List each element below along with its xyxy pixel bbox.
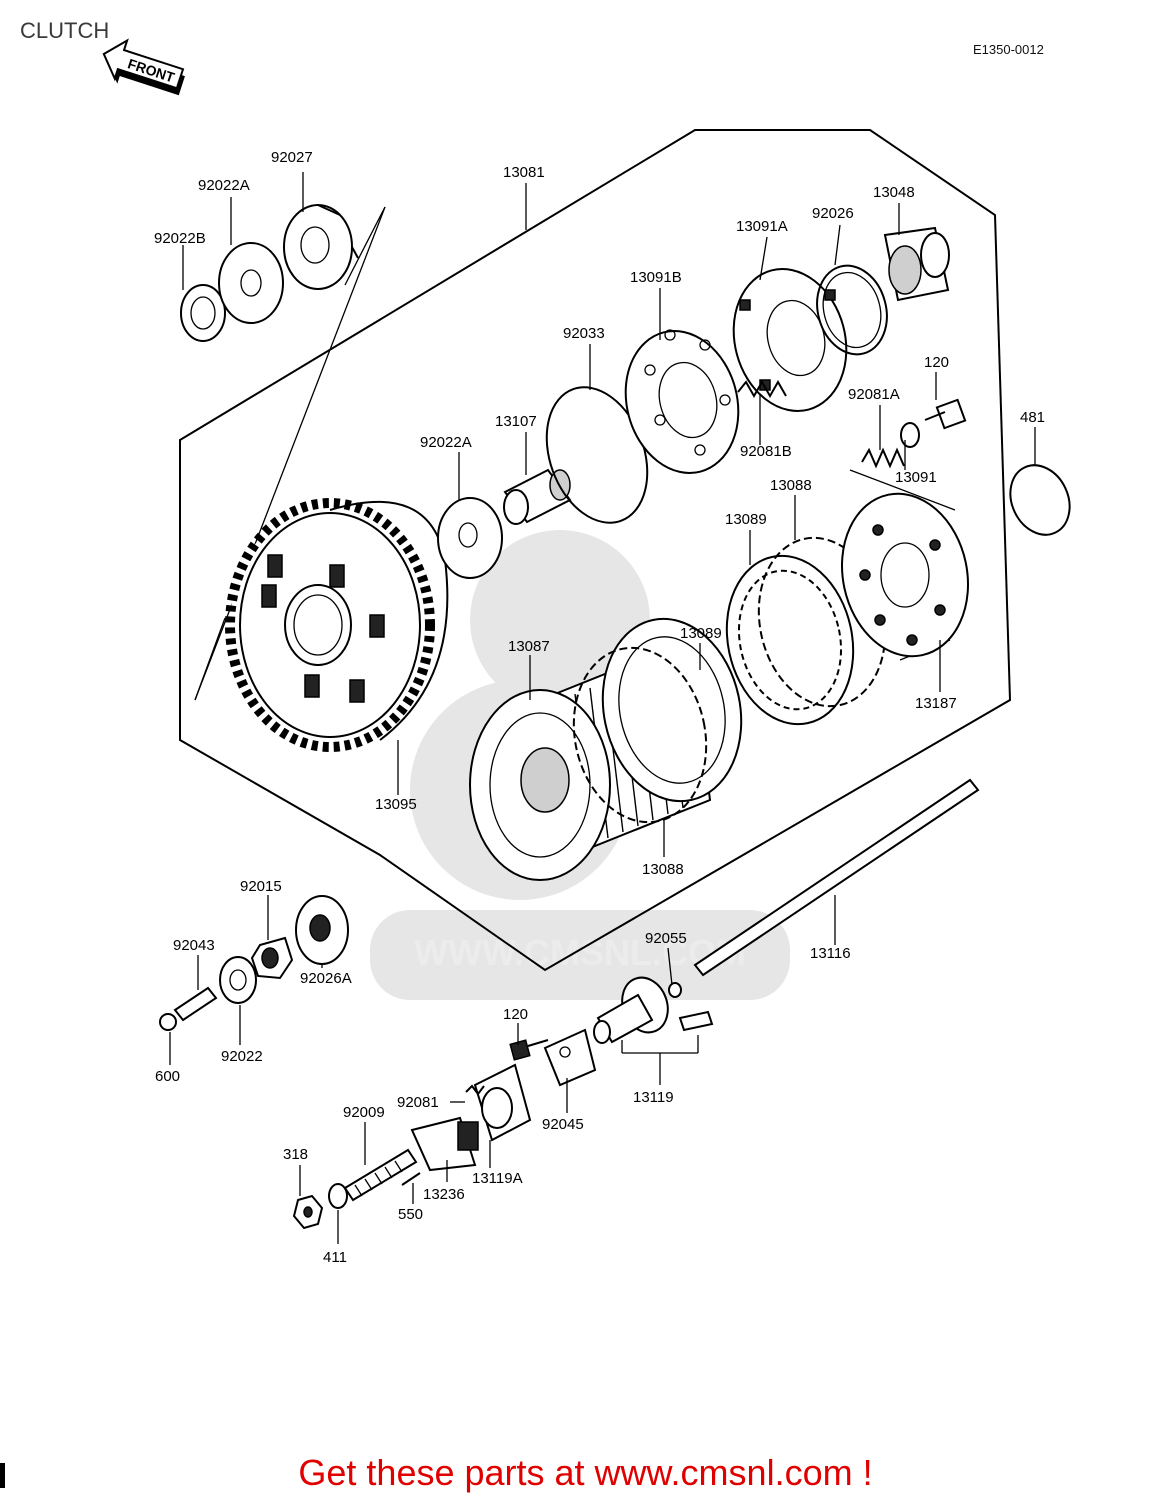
label-13236: 13236 — [423, 1186, 465, 1203]
steel-plate-13088-bottom — [572, 646, 708, 824]
bearing-92026a — [295, 895, 349, 965]
pin-92043 — [173, 986, 218, 1022]
label-13091a: 13091A — [736, 218, 788, 235]
clutch-housing-gear-13095 — [225, 498, 449, 752]
label-92009: 92009 — [343, 1104, 385, 1121]
thrust-washer-92022a-top — [218, 242, 284, 324]
ball-600 — [159, 1013, 177, 1031]
friction-plate-13089-mid — [601, 617, 743, 803]
pressure-plate-13187 — [841, 492, 969, 658]
assembly-outline — [179, 129, 1012, 972]
label-13119a: 13119A — [472, 1170, 523, 1187]
label-550: 550 — [398, 1206, 423, 1223]
diagram-title: CLUTCH — [20, 18, 110, 43]
label-92081a: 92081A — [848, 386, 900, 403]
housing-13119a — [473, 1063, 532, 1142]
label-92026: 92026 — [812, 205, 854, 222]
label-92081b: 92081B — [740, 443, 792, 460]
lifter-13048 — [883, 226, 950, 302]
label-92027: 92027 — [271, 149, 313, 166]
label-92022b: 92022B — [154, 230, 206, 247]
friction-plate-13089-top — [725, 554, 855, 726]
label-481: 481 — [1020, 409, 1045, 426]
label-13107: 13107 — [495, 413, 537, 430]
collar-92027 — [283, 204, 359, 290]
edge-mark — [0, 1463, 5, 1488]
label-13187: 13187 — [915, 695, 957, 712]
label-92043: 92043 — [173, 937, 215, 954]
ring-92026 — [816, 264, 888, 356]
release-shaft-13119 — [593, 976, 714, 1044]
diagram-code: E1350-0012 — [973, 42, 1044, 57]
label-13116: 13116 — [810, 945, 851, 962]
spring-92081b — [737, 379, 787, 399]
label-13087: 13087 — [508, 638, 550, 655]
washer-92022b — [180, 284, 226, 342]
lock-washer-92022 — [219, 956, 257, 1004]
label-13095: 13095 — [375, 796, 417, 813]
label-13088-bottom: 13088 — [642, 861, 684, 878]
spring-92081a — [861, 447, 905, 469]
sleeve-13107 — [503, 468, 572, 525]
cta-link[interactable]: Get these parts at www.cmsnl.com ! — [298, 1452, 873, 1493]
front-arrow-icon: FRONT — [102, 38, 185, 96]
label-92033: 92033 — [563, 325, 605, 342]
spring-plate-13091a — [732, 268, 848, 412]
label-13088-top: 13088 — [770, 477, 812, 494]
label-92045: 92045 — [542, 1116, 584, 1133]
part-labels: 92027 92022A 92022B 13081 13048 92026 13… — [154, 149, 1045, 1266]
label-92022: 92022 — [221, 1048, 263, 1065]
label-411: 411 — [323, 1249, 347, 1266]
bracket-92045 — [543, 1028, 597, 1087]
circlip-481 — [1009, 464, 1071, 536]
nut-92015 — [250, 936, 294, 980]
thrust-washer-92022a-mid — [437, 497, 503, 579]
leader-lines — [169, 172, 1036, 1244]
label-13119: 13119 — [633, 1089, 674, 1106]
label-92022a-top: 92022A — [198, 177, 250, 194]
label-92081: 92081 — [397, 1094, 439, 1111]
label-120-bottom: 120 — [503, 1006, 528, 1023]
label-318: 318 — [283, 1146, 308, 1163]
adjuster-13236 — [410, 1116, 479, 1172]
label-92022a-mid: 92022A — [420, 434, 472, 451]
spring-92081 — [465, 1084, 485, 1096]
pressure-plate-13091b — [624, 329, 740, 474]
bolt-120-bottom — [509, 1039, 549, 1061]
label-13081: 13081 — [503, 164, 545, 181]
adjusting-screw-92009 — [343, 1148, 418, 1202]
label-120-top: 120 — [924, 354, 949, 371]
bolt-120-top — [924, 398, 967, 430]
nut-318 — [292, 1194, 324, 1230]
washer-411 — [328, 1183, 348, 1209]
label-13089-top: 13089 — [725, 511, 767, 528]
label-92055: 92055 — [645, 930, 687, 947]
push-rod-13116 — [693, 778, 980, 977]
label-13089-mid: 13089 — [680, 625, 722, 642]
label-13048: 13048 — [873, 184, 915, 201]
label-92015: 92015 — [240, 878, 282, 895]
label-13091b: 13091B — [630, 269, 682, 286]
pin-550 — [401, 1172, 421, 1186]
watermark-text: WWW.CMSNL.COM — [414, 932, 746, 973]
washer-13091 — [900, 422, 920, 448]
label-13091: 13091 — [895, 469, 937, 486]
label-600: 600 — [155, 1068, 180, 1085]
label-92026a: 92026A — [300, 970, 352, 987]
